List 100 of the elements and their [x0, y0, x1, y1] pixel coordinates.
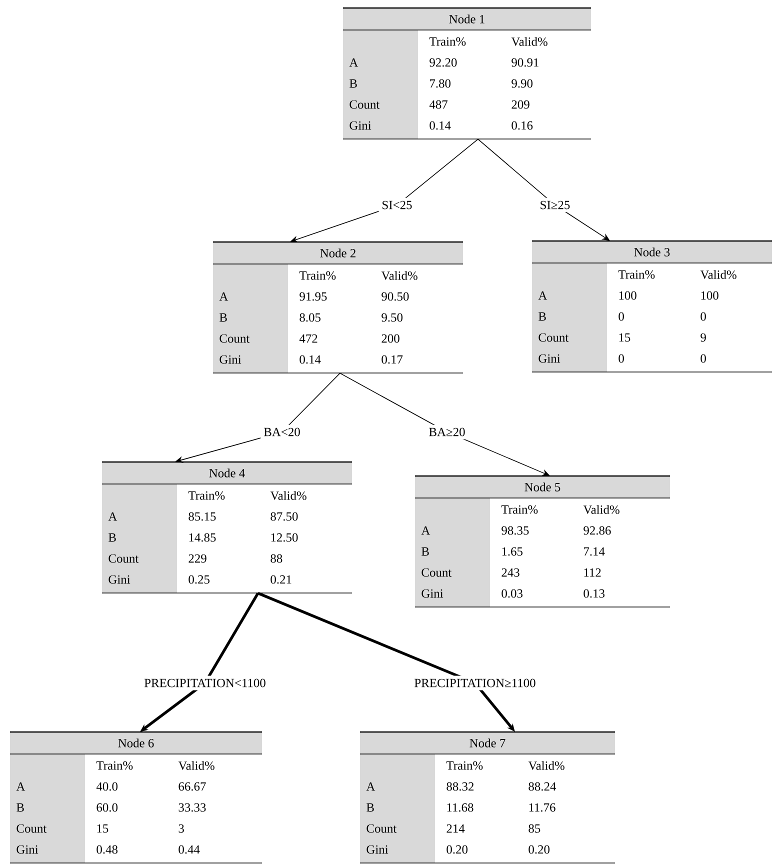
row-label: Count: [366, 824, 397, 833]
cell-value: 0.14: [430, 121, 451, 130]
cell-value: 3: [178, 824, 184, 833]
cell-value: 0.44: [178, 845, 200, 854]
row-label: A: [219, 292, 228, 301]
node-title: Node 6: [118, 738, 154, 748]
row-label: A: [538, 291, 548, 300]
cell-value: 90.50: [382, 292, 409, 301]
cell-value: 209: [512, 100, 530, 109]
row-label: Gini: [16, 845, 38, 854]
row-label: B: [538, 312, 546, 321]
row-label: B: [350, 79, 357, 88]
column-header: Valid%: [528, 761, 564, 770]
node-title: Node 4: [209, 468, 245, 478]
column-header: Valid%: [511, 37, 548, 46]
row-label: B: [422, 547, 429, 556]
row-label: A: [421, 526, 430, 535]
cell-value: 7.80: [430, 79, 450, 88]
cell-value: 0.20: [446, 845, 468, 854]
column-header: Train%: [501, 505, 538, 514]
cell-value: 11.68: [447, 803, 474, 812]
cell-value: 487: [429, 100, 448, 109]
column-header: Train%: [446, 761, 483, 770]
column-header: Valid%: [270, 491, 306, 500]
column-header: Train%: [96, 761, 133, 770]
cell-value: 33.33: [178, 803, 206, 812]
row-label: Count: [538, 333, 569, 342]
edge-label: PRECIPITATION<1100: [141, 676, 269, 690]
cell-value: 66.67: [178, 782, 206, 791]
cell-value: 9.90: [512, 79, 532, 88]
row-label: Count: [108, 554, 139, 563]
row-label: B: [108, 533, 116, 542]
cell-value: 92.86: [584, 526, 611, 535]
row-label: Gini: [108, 575, 130, 584]
node-title: Node 1: [449, 14, 484, 24]
cell-value: 8.05: [300, 313, 320, 322]
column-header: Train%: [299, 271, 336, 280]
row-label: Count: [422, 568, 452, 577]
cell-value: 0: [618, 312, 624, 321]
column-header: Train%: [618, 270, 655, 279]
cell-value: 112: [584, 568, 601, 577]
cell-value: 88.32: [446, 782, 474, 791]
row-label: Gini: [350, 121, 372, 130]
cell-value: 0.48: [96, 845, 118, 854]
cell-value: 90.91: [512, 58, 538, 67]
cell-value: 14.85: [189, 533, 216, 542]
cell-value: 92.20: [430, 58, 457, 67]
column-header: Valid%: [381, 271, 418, 280]
column-header: Valid%: [178, 761, 214, 770]
cell-value: 15: [619, 333, 630, 342]
node-title: Node 7: [470, 738, 506, 748]
edge-label: BA≥20: [426, 424, 468, 440]
row-label: B: [366, 803, 374, 812]
row-label: Count: [16, 824, 47, 833]
cell-value: 11.76: [529, 803, 556, 812]
row-label: Gini: [422, 589, 444, 598]
column-header: Train%: [429, 37, 466, 46]
cell-value: 200: [382, 334, 400, 343]
cell-value: 87.50: [270, 512, 298, 521]
cell-value: 7.14: [584, 547, 605, 556]
cell-value: 472: [299, 334, 318, 343]
cell-value: 100: [701, 291, 718, 300]
row-label: A: [349, 58, 358, 67]
node-title: Node 3: [634, 248, 670, 256]
edge-label: SI≥25: [536, 198, 574, 212]
cell-value: 0: [700, 354, 706, 363]
row-label: Gini: [538, 354, 560, 363]
cell-value: 243: [502, 568, 520, 577]
cell-value: 88: [270, 554, 282, 563]
row-label: B: [220, 313, 227, 322]
cell-value: 0: [700, 312, 706, 321]
cell-value: 0.13: [584, 589, 604, 598]
row-label: A: [16, 782, 26, 791]
cell-value: 98.35: [502, 526, 529, 535]
cell-value: 88.24: [528, 782, 556, 791]
cell-value: 85.15: [188, 512, 216, 521]
row-label: Gini: [220, 355, 242, 364]
cell-value: 0.21: [270, 575, 292, 584]
cell-value: 0.25: [188, 575, 210, 584]
cell-value: 0.16: [512, 121, 533, 130]
cell-value: 1.65: [502, 547, 522, 556]
row-label: Count: [350, 100, 380, 109]
cell-value: 9.50: [382, 313, 402, 322]
cell-value: 214: [446, 824, 465, 833]
column-header: Valid%: [583, 505, 620, 514]
cell-value: 85: [528, 824, 540, 833]
cell-value: 229: [188, 554, 206, 563]
edge-label: BA<20: [260, 424, 304, 440]
cell-value: 0.14: [300, 355, 321, 364]
cell-value: 15: [97, 824, 108, 833]
cell-value: 60.0: [96, 803, 118, 812]
row-label: Gini: [366, 845, 388, 854]
row-label: A: [108, 512, 118, 521]
row-label: B: [16, 803, 24, 812]
column-header: Train%: [188, 491, 225, 500]
edge-label: PRECIPITATION≥1100: [411, 676, 539, 690]
arrow: [478, 138, 610, 241]
column-header: Valid%: [700, 270, 736, 279]
cell-value: 40.0: [96, 782, 118, 791]
row-label: A: [366, 782, 376, 791]
